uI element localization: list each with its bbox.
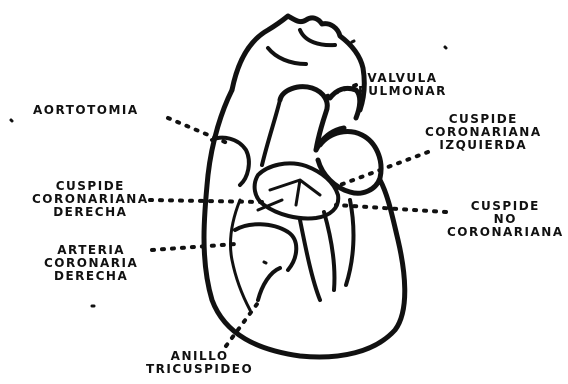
aorta-left-wall — [262, 100, 280, 165]
leader-arteria-coronaria — [152, 244, 236, 250]
label-arteria-coronaria-derecha: ARTERIA CORONARIA DERECHA — [44, 244, 138, 283]
leader-aortotomia — [168, 118, 232, 145]
left-cusp-region — [318, 132, 381, 194]
aorta-inner — [268, 30, 335, 64]
label-valvula-pulmonar: VALVULA PULMONAR — [358, 72, 447, 98]
right-atrium — [212, 138, 249, 185]
right-coronary-path — [230, 200, 250, 310]
label-anillo-tricuspideo: ANILLO TRICUSPIDEO — [146, 350, 253, 376]
ventricle-inner — [235, 200, 353, 300]
leader-cuspide-izquierda — [340, 152, 428, 185]
label-cuspide-no-coronariana: CUSPIDE NO CORONARIANA — [447, 200, 564, 239]
label-aortotomia: AORTOTOMIA — [33, 104, 139, 117]
label-cuspide-coronariana-derecha: CUSPIDE CORONARIANA DERECHA — [32, 180, 149, 219]
label-cuspide-coronariana-izquierda: CUSPIDE CORONARIANA IZQUIERDA — [425, 113, 542, 152]
valve-cusps — [258, 180, 320, 210]
